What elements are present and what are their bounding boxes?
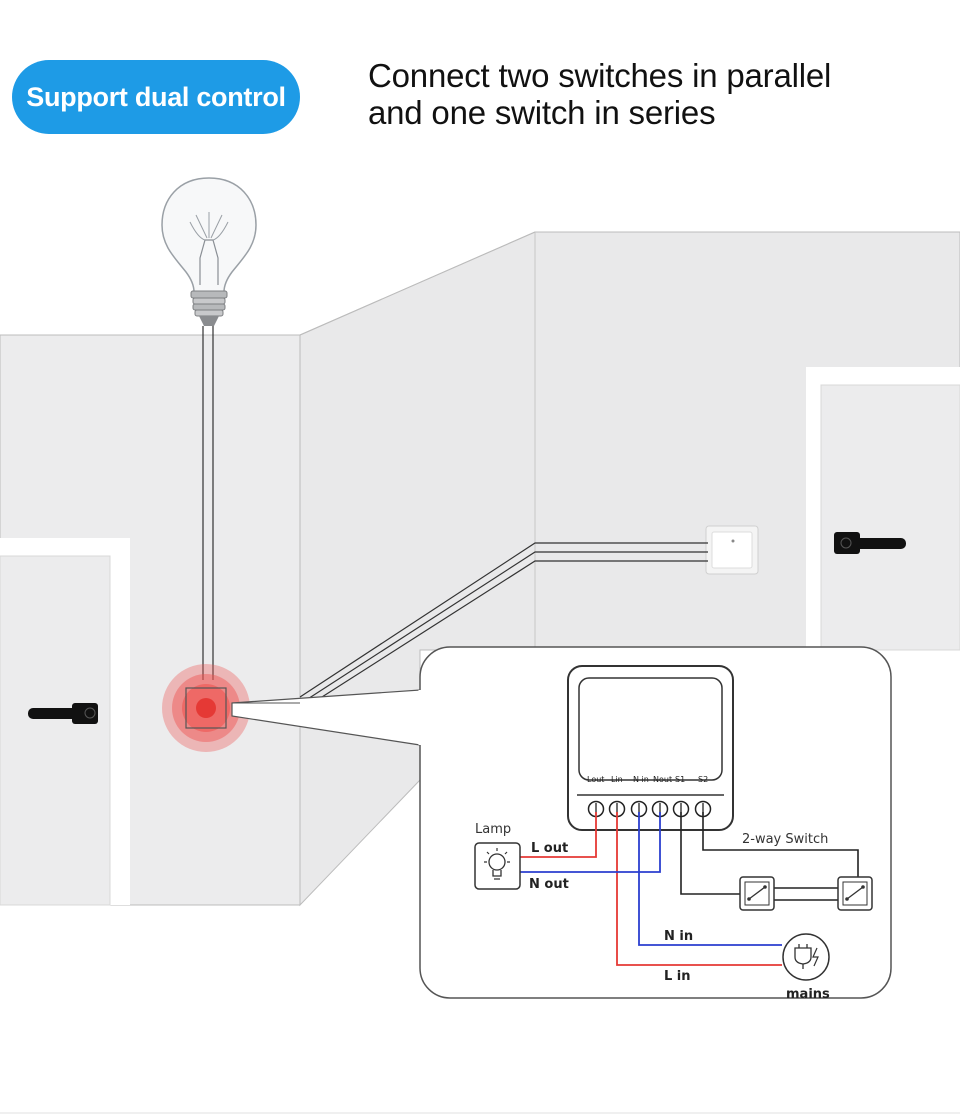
lamp-icon — [474, 842, 521, 890]
l-out-label: L out — [531, 841, 568, 856]
terminal-label: Lin — [611, 775, 623, 784]
door-handle-icon — [28, 703, 98, 724]
junction-box-highlight — [162, 664, 250, 752]
wall-switch — [705, 525, 759, 575]
switch-label: 2-way Switch — [742, 832, 828, 847]
l-in-label: L in — [664, 969, 691, 984]
mains-plug-icon — [782, 933, 830, 981]
right-door — [806, 367, 960, 651]
headline-line-2: and one switch in series — [368, 94, 716, 131]
lamp-label: Lamp — [475, 822, 511, 837]
neutral-wires — [520, 812, 782, 946]
badge-label: Support dual control — [26, 81, 286, 112]
switch-wires — [680, 812, 859, 901]
light-bulb-icon — [161, 177, 257, 326]
terminal-label: S2 — [698, 775, 708, 784]
terminal-label: Lout — [587, 775, 604, 784]
headline-line-1: Connect two switches in parallel — [368, 57, 832, 94]
mains-label: mains — [786, 987, 830, 1002]
headline: Connect two switches in parallel and one… — [368, 57, 928, 131]
terminal-label: Nout — [653, 775, 672, 784]
two-way-switch-icon — [837, 876, 873, 911]
live-wires — [520, 812, 782, 966]
door-handle-icon — [834, 532, 906, 554]
terminal-label: S1 — [675, 775, 685, 784]
two-way-switch-icon — [739, 876, 775, 911]
n-out-label: N out — [529, 877, 569, 892]
n-in-label: N in — [664, 929, 693, 944]
support-dual-control-badge: Support dual control — [12, 60, 300, 134]
terminal-label: N in — [633, 775, 649, 784]
left-door — [0, 538, 130, 906]
